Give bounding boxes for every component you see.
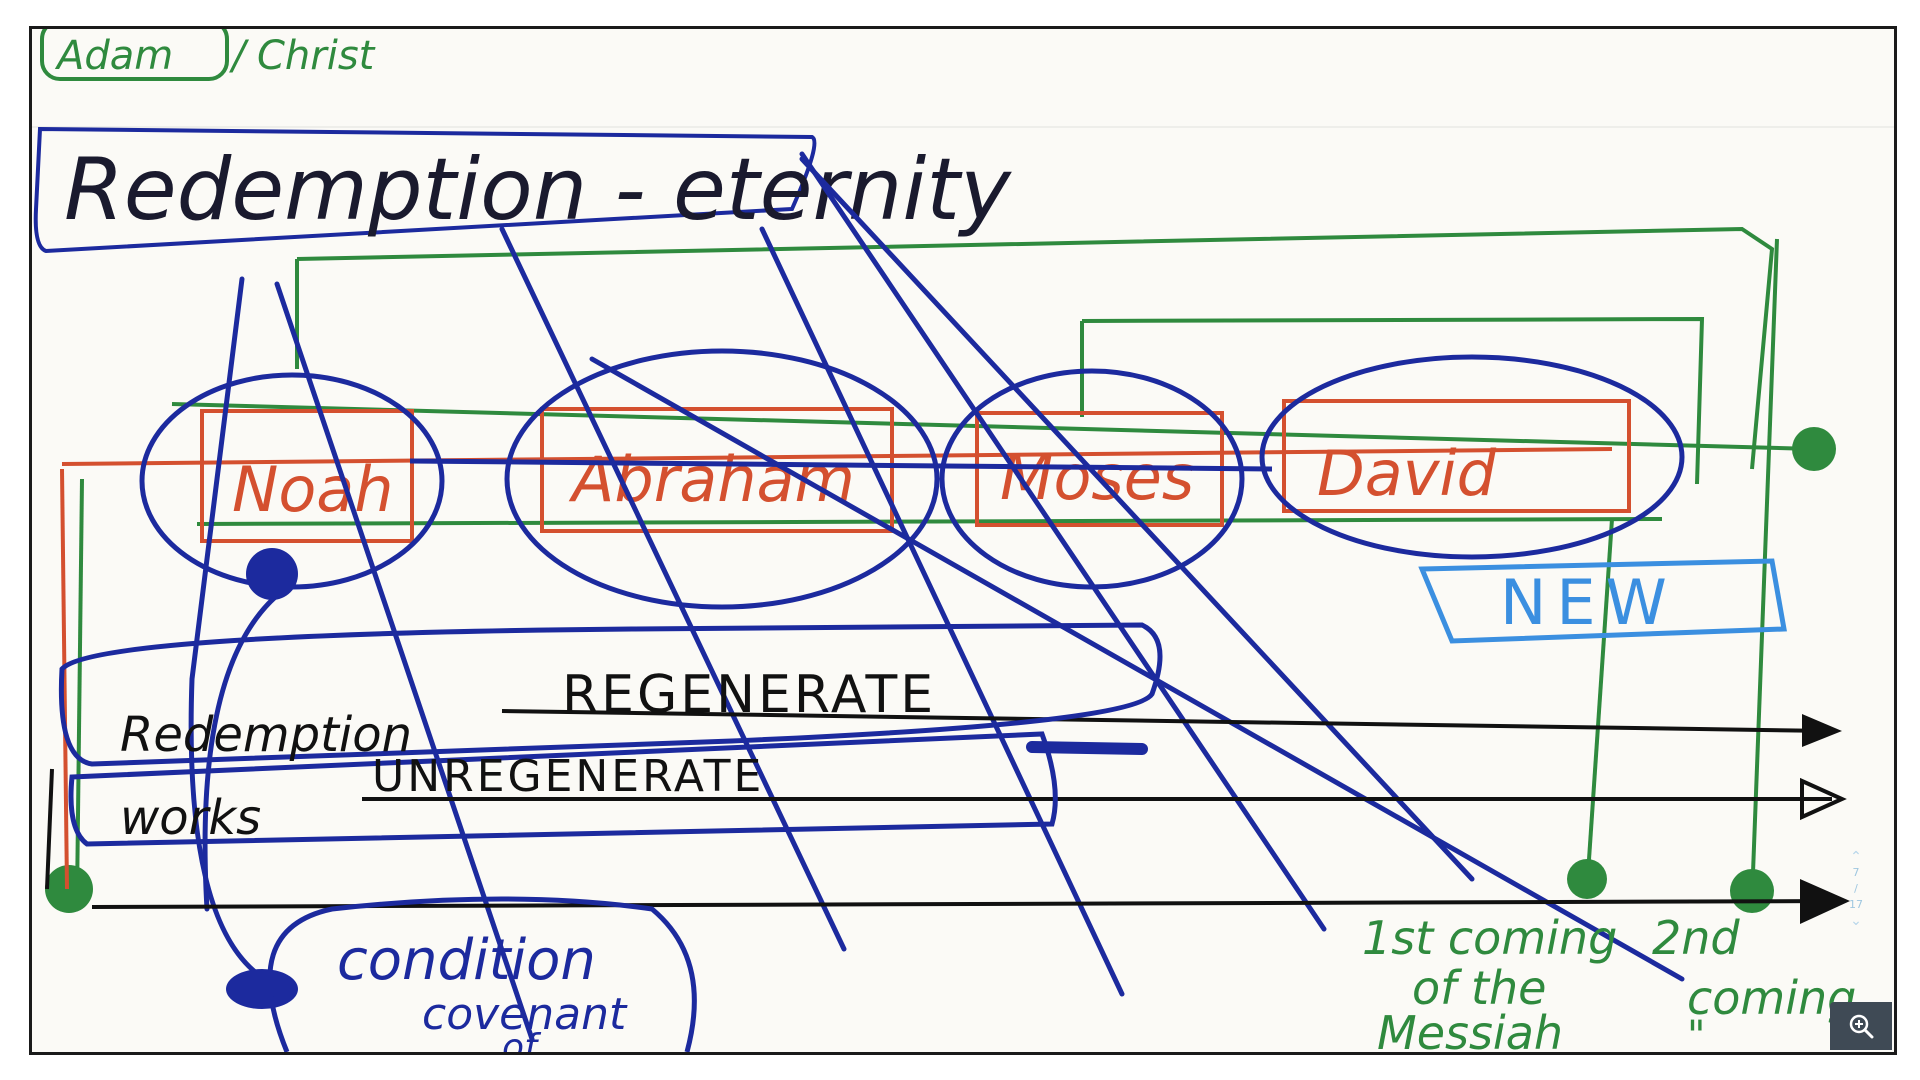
noah-box [200, 409, 414, 543]
second-coming-line-2: coming [1687, 971, 1856, 1025]
green-dot-second-coming [1730, 869, 1774, 913]
blue-dot-bottom [226, 969, 298, 1009]
red-left-vertical [60, 468, 69, 890]
page-down-icon[interactable]: ⌄ [1850, 913, 1862, 929]
noah-label: Noah [232, 453, 394, 526]
red-timeline-line [61, 447, 1613, 466]
blue-dot-noah [246, 548, 298, 600]
page-separator: / [1854, 882, 1858, 895]
first-coming-line-2: of the [1412, 961, 1546, 1015]
redemption-row-label: Redemption [120, 707, 412, 763]
arrow-head-1 [1802, 714, 1842, 747]
new-box: NEW [1418, 558, 1787, 644]
green-second-coming-drop [1750, 238, 1779, 900]
christ-text: Christ [257, 33, 376, 79]
green-bracket-david-top [1081, 316, 1705, 485]
diagonal-2 [499, 226, 847, 952]
first-coming-line-1: 1st coming [1362, 911, 1617, 965]
arrow-head-3 [1800, 879, 1850, 924]
whiteboard-canvas: Adam / Christ Redemption - eternity [32, 29, 1894, 1052]
page-navigator: ⌃ 7 / 17 ⌄ [1844, 849, 1868, 929]
regenerate-strike [1026, 741, 1148, 755]
david-box [1282, 399, 1631, 513]
second-coming-line-3: " [1687, 1013, 1705, 1052]
second-coming-label: 2nd coming " [1652, 911, 1856, 1052]
blue-link-line [409, 458, 1273, 472]
condition-circle: condition covenant of [267, 896, 697, 1052]
first-coming-line-3: Messiah [1377, 1006, 1563, 1052]
green-dot-left [45, 865, 93, 913]
page-up-icon[interactable]: ⌃ [1850, 849, 1862, 865]
green-first-coming-drop [1585, 518, 1614, 890]
unregenerate-label: UNREGENERATE [372, 751, 764, 802]
new-box-outline [1418, 558, 1787, 644]
green-dot-first-coming [1567, 859, 1607, 899]
works-row-label: works [120, 790, 261, 846]
condition-line-2: covenant [422, 989, 628, 1040]
green-bracket-top [296, 226, 1775, 470]
condition-line-3: of [502, 1027, 542, 1052]
adam-circle [40, 29, 229, 81]
first-coming-label: 1st coming of the Messiah [1362, 911, 1617, 1052]
black-left-bracket [45, 768, 54, 890]
diagonal-4 [799, 151, 1327, 932]
redemption-row: Redemption REGENERATE [58, 622, 1163, 767]
page-current: 7 [1852, 866, 1860, 879]
abraham-box [540, 407, 894, 533]
diagonal-5 [799, 156, 1475, 882]
condition-line-1: condition [337, 928, 596, 993]
green-timeline-upper [171, 402, 1815, 451]
second-coming-line-1: 2nd [1652, 911, 1740, 965]
diagonal-1 [274, 281, 535, 1042]
top-label: Adam / Christ [40, 29, 376, 81]
redemption-row-outline [58, 622, 1163, 767]
header-box: Redemption - eternity [33, 126, 1012, 254]
whiteboard-frame: Adam / Christ Redemption - eternity [29, 26, 1897, 1055]
zoom-button[interactable] [1830, 1002, 1892, 1050]
green-timeline-lower [196, 517, 1663, 526]
david-circle [1259, 354, 1685, 560]
adam-text: Adam [54, 33, 173, 79]
header-box-outline [33, 126, 817, 254]
works-row-outline [68, 731, 1058, 847]
regenerate-label: REGENERATE [562, 665, 936, 725]
diagonal-6 [589, 356, 1685, 982]
slash-text: / [229, 33, 250, 79]
abraham-circle [504, 348, 940, 610]
green-dot-right [1792, 427, 1836, 471]
zoom-in-icon [1849, 1014, 1874, 1039]
condition-circle-outline [267, 896, 697, 1052]
david-label: David [1317, 437, 1497, 510]
header-box-text: Redemption - eternity [64, 140, 1012, 240]
arrow-head-2 [1800, 777, 1847, 821]
arrow-line-1 [501, 709, 1833, 733]
red-timeline [60, 399, 1631, 890]
new-label: NEW [1500, 566, 1677, 639]
diagonal-3 [759, 226, 1125, 997]
page-total: 17 [1849, 898, 1863, 911]
works-row: works UNREGENERATE [68, 731, 1058, 847]
